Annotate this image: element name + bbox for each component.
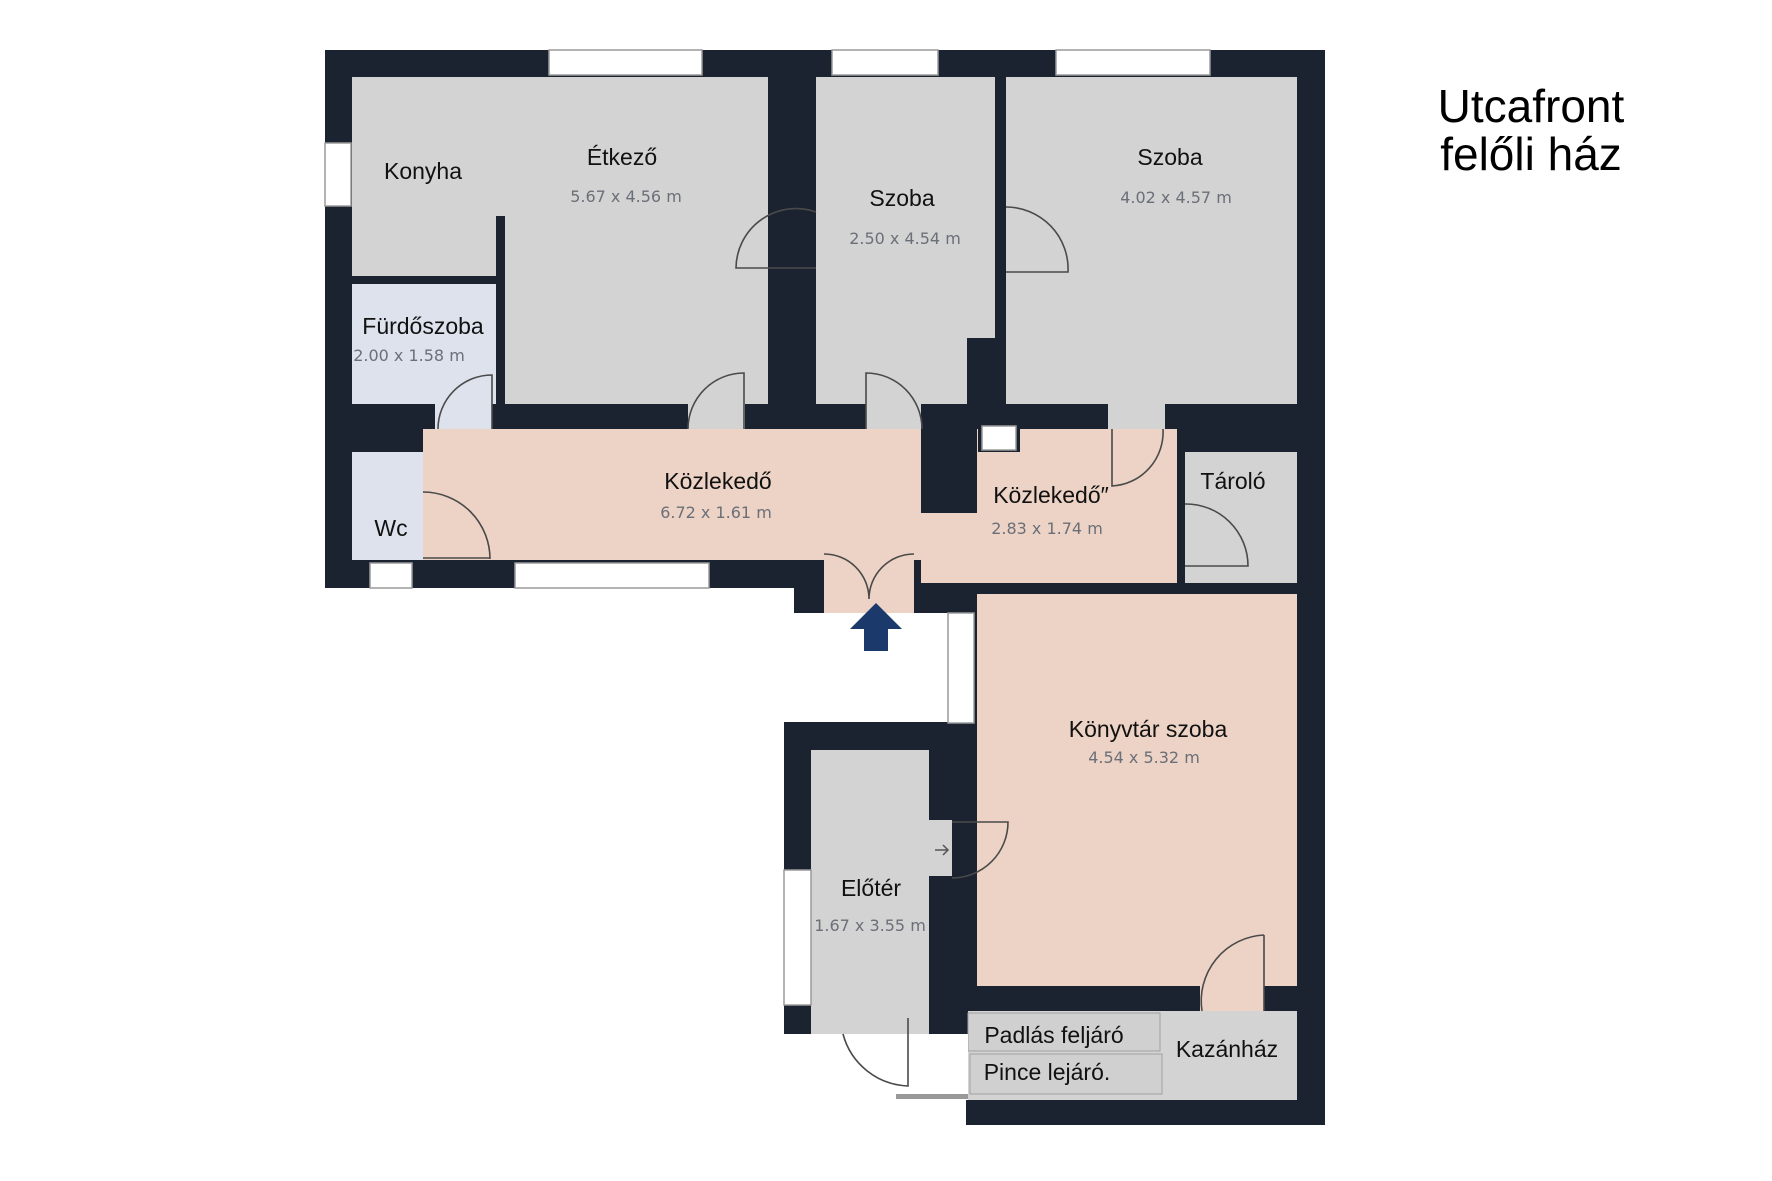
plan-title-line1: Utcafront — [1438, 80, 1625, 132]
room-label-eloter: Előtér — [841, 875, 901, 901]
room-label-kozlekedo-1: Közlekedő — [664, 468, 771, 494]
door-opening-szoba — [866, 404, 921, 429]
room-label-konyvtar: Könyvtár szoba — [1069, 716, 1228, 742]
door-szoba-szoba — [1005, 206, 1069, 273]
stairs-padlas — [967, 1012, 1161, 1052]
corridor-partition — [921, 404, 977, 513]
room-eloter — [811, 750, 929, 1034]
door-kazanhaz — [1200, 934, 1265, 1012]
room-wc — [352, 452, 423, 560]
room-label-padlas: Padlás feljáró — [984, 1022, 1123, 1048]
door-etkezo — [687, 372, 745, 430]
wall-nib — [967, 338, 1006, 404]
shaft-fixture — [981, 425, 1017, 451]
outside-step-area — [895, 1034, 968, 1100]
window-eloter — [783, 869, 812, 1006]
window-corridor — [514, 562, 710, 589]
window-wc — [369, 562, 413, 589]
window-top-2 — [831, 49, 939, 76]
room-size-etkezo: 5.67 x 4.56 m — [570, 187, 682, 206]
room-size-konyvtar: 4.54 x 5.32 m — [1088, 748, 1200, 767]
kazanhaz-right-wall — [1297, 986, 1325, 1125]
room-kozlekedo-1 — [423, 429, 921, 560]
room-furdoszoba — [352, 284, 496, 404]
kitchen-partition — [496, 216, 505, 404]
entrance-vestibule — [824, 552, 914, 613]
room-label-wc: Wc — [374, 515, 407, 541]
room-szoba-middle — [816, 77, 995, 404]
door-konyvtar — [951, 821, 1009, 879]
entrance-arrow-icon — [850, 603, 902, 651]
kazanhaz-door-opening — [1200, 986, 1264, 1011]
room-szoba-right — [1006, 77, 1297, 404]
window-top-3 — [1055, 49, 1211, 76]
room-label-konyha: Konyha — [384, 158, 462, 184]
room-label-kozlekedo-2: Közlekedő″ — [993, 482, 1109, 508]
room-label-szoba-middle: Szoba — [869, 185, 934, 211]
room-size-eloter: 1.67 x 3.55 m — [814, 916, 926, 935]
kitchen-bath-wall — [352, 276, 505, 284]
door-bath — [437, 374, 493, 430]
room-size-furdoszoba: 2.00 x 1.58 m — [353, 346, 465, 365]
door-wc — [422, 491, 491, 560]
door-szoba-right — [1111, 428, 1164, 487]
room-size-szoba-right: 4.02 x 4.57 m — [1120, 188, 1232, 207]
room-label-pince: Pince lejáró. — [984, 1059, 1111, 1085]
room-size-kozlekedo-2: 2.83 x 1.74 m — [991, 519, 1103, 538]
threshold — [896, 1094, 968, 1099]
door-tarolo — [1184, 503, 1249, 567]
room-label-szoba-right: Szoba — [1137, 144, 1202, 170]
room-size-szoba-middle: 2.50 x 4.54 m — [849, 229, 961, 248]
door-entrance — [823, 553, 915, 600]
room-tarolo — [1185, 452, 1297, 583]
door-opening-etkezo — [688, 404, 745, 429]
eloter-door-opening — [929, 820, 952, 876]
room-label-kazanhaz: Kazánház — [1176, 1036, 1278, 1062]
window-top-1 — [548, 49, 703, 76]
room-label-etkezo: Étkező — [587, 144, 657, 170]
door-szoba-corridor — [865, 372, 923, 430]
room-konyvtar — [977, 594, 1297, 986]
door-opening-szoba-right — [1108, 404, 1165, 429]
room-size-kozlekedo-1: 6.72 x 1.61 m — [660, 503, 772, 522]
arrow-right-icon — [935, 844, 950, 856]
plan-title-line2: felőli ház — [1440, 128, 1622, 180]
door-eloter-exit — [842, 1018, 909, 1087]
window-konyha-side — [324, 142, 352, 207]
stairs-pince — [969, 1053, 1163, 1095]
room-label-furdoszoba: Fürdőszoba — [362, 313, 484, 339]
window-konyvtar-side — [947, 612, 975, 724]
door-opening-bath — [435, 404, 492, 429]
room-label-tarolo: Tároló — [1200, 468, 1265, 494]
door-etkezo-szoba — [735, 207, 817, 269]
